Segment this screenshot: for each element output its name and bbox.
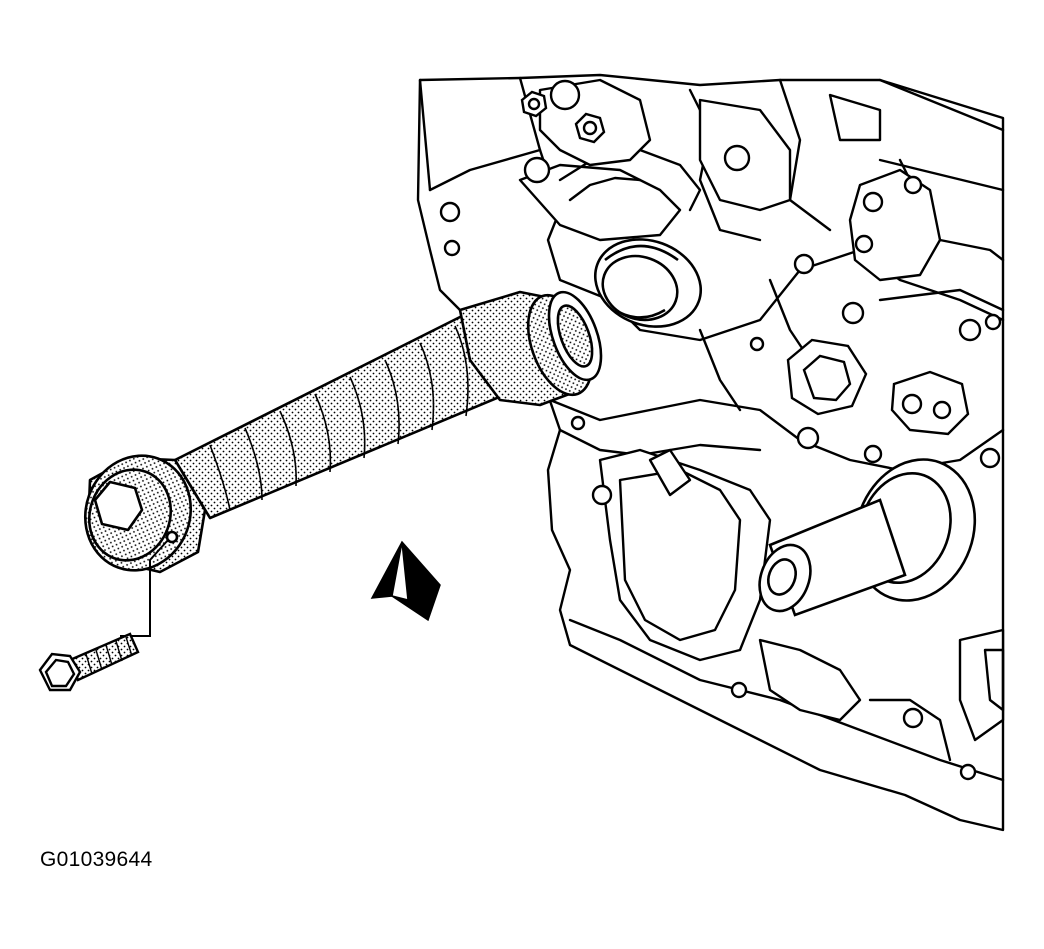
engine-block bbox=[416, 73, 1005, 832]
bolt-leader bbox=[120, 539, 169, 637]
installer-tool bbox=[83, 290, 603, 574]
cam-bolts bbox=[520, 79, 606, 144]
bolt bbox=[38, 632, 140, 692]
direction-arrow bbox=[370, 540, 441, 622]
block-plug bbox=[786, 338, 970, 436]
block-bolt-holes bbox=[439, 144, 1002, 781]
seal-bore bbox=[593, 238, 703, 328]
oil-pump-shaft bbox=[758, 458, 977, 617]
figure-id-label: G01039644 bbox=[40, 848, 153, 871]
